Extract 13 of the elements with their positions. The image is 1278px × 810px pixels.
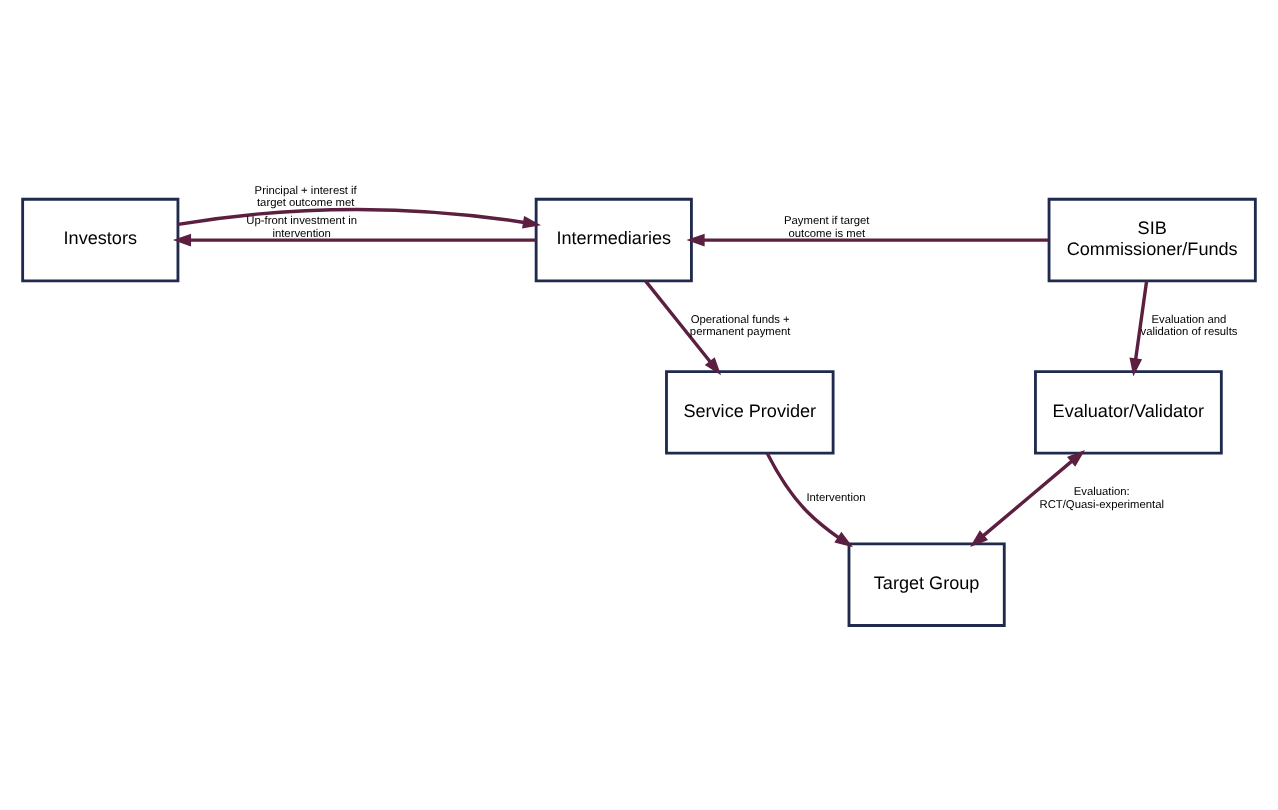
arrow — [686, 233, 1049, 247]
node-box: Target Group — [847, 542, 1006, 627]
arrow — [172, 233, 536, 247]
arrow — [1129, 280, 1149, 377]
node-box: SIB Commissioner/Funds — [1047, 197, 1257, 283]
arrow — [765, 452, 853, 548]
arrow — [970, 450, 1086, 547]
node-box: Evaluator/Validator — [1034, 370, 1223, 455]
node-box: Investors — [21, 197, 180, 283]
node-box: Intermediaries — [534, 197, 693, 283]
node-box: Service Provider — [665, 370, 835, 455]
arrow — [644, 280, 722, 376]
arrow — [177, 207, 541, 229]
